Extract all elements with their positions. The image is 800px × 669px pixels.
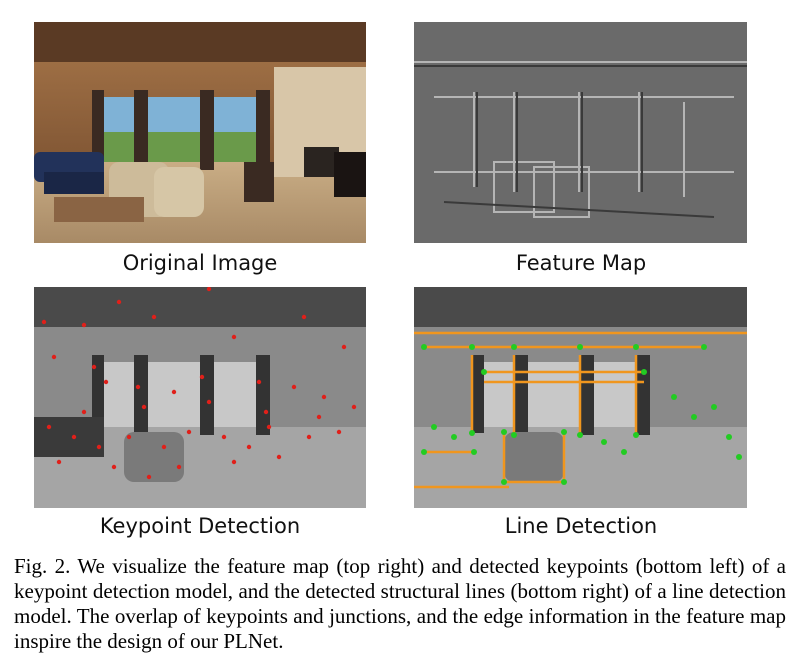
line-detection-panel — [414, 287, 747, 508]
line-segments — [414, 331, 747, 489]
keypoint-detection-image — [34, 287, 366, 508]
original-image — [34, 22, 366, 243]
panel-label-original: Original Image — [122, 251, 278, 275]
feature-map-panel — [414, 22, 747, 243]
figure-caption: Fig. 2. We visualize the feature map (to… — [14, 554, 786, 653]
feature-map — [414, 22, 747, 243]
keypoint-markers — [41, 287, 357, 480]
keypoint-detection-panel — [34, 287, 366, 508]
panel-label-keypoint: Keypoint Detection — [99, 514, 301, 538]
original-image-panel — [34, 22, 366, 243]
panel-label-line: Line Detection — [504, 514, 658, 538]
junction-markers — [421, 344, 742, 485]
panel-label-feature: Feature Map — [515, 251, 647, 275]
line-detection-image — [414, 287, 747, 508]
